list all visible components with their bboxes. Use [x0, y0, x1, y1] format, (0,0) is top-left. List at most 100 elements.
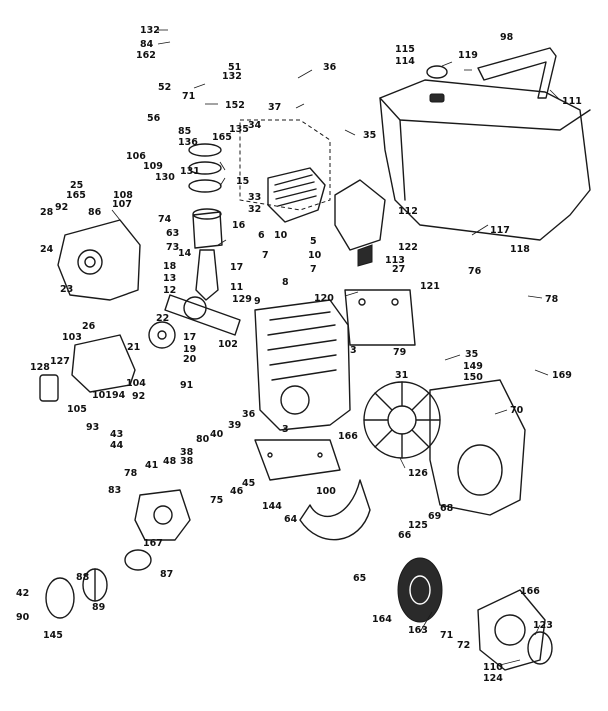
part-number-label: 114	[395, 56, 415, 67]
part-number-label: 28	[40, 207, 54, 218]
part-number-label: 72	[457, 640, 470, 651]
connecting-rod	[195, 249, 219, 301]
part-number-label: 91	[180, 380, 193, 391]
part-number-label: 36	[242, 409, 256, 420]
part-number-label: 113	[385, 255, 405, 266]
carburetor	[134, 489, 191, 541]
part-number-label: 127	[50, 356, 70, 367]
part-number-label: 32	[248, 204, 261, 215]
part-number-label: 73	[166, 242, 179, 253]
part-number-label: 42	[16, 588, 29, 599]
part-number-label: 166	[520, 586, 540, 597]
part-number-label: 94	[112, 390, 126, 401]
part-number-label: 119	[458, 50, 478, 61]
muffler-bracket	[334, 179, 386, 267]
part-number-label: 17	[183, 332, 196, 343]
part-number-label: 90	[16, 612, 30, 623]
part-number-label: 165	[212, 132, 232, 143]
part-number-label: 135	[229, 124, 249, 135]
part-number-label: 136	[178, 137, 198, 148]
part-number-label: 46	[230, 486, 244, 497]
crankcase-cover	[57, 219, 141, 301]
part-number-label: 9	[254, 296, 261, 307]
part-number-label: 162	[136, 50, 156, 61]
part-number-label: 35	[363, 130, 376, 141]
part-number-label: 145	[43, 630, 63, 641]
part-number-label: 107	[112, 199, 132, 210]
part-number-label: 152	[225, 100, 245, 111]
part-number-label: 75	[210, 495, 223, 506]
blower-housing	[429, 379, 526, 516]
air-cleaner-cover	[39, 334, 136, 402]
part-number-label: 121	[420, 281, 440, 292]
part-number-label: 131	[180, 166, 200, 177]
part-number-label: 3	[282, 424, 289, 435]
part-number-label: 16	[232, 220, 246, 231]
part-number-label: 71	[182, 91, 195, 102]
part-number-label: 101	[92, 390, 112, 401]
part-number-label: 19	[183, 344, 196, 355]
piston	[192, 208, 223, 249]
part-number-label: 63	[166, 228, 179, 239]
recoil-starter	[477, 589, 553, 671]
part-number-label: 102	[218, 339, 238, 350]
part-number-label: 17	[230, 262, 243, 273]
part-number-label: 45	[242, 478, 255, 489]
part-number-label: 166	[338, 431, 358, 442]
part-number-label: 34	[248, 120, 262, 131]
part-number-label: 5	[310, 236, 317, 247]
part-number-label: 98	[500, 32, 514, 43]
part-number-label: 163	[408, 625, 428, 636]
part-number-label: 24	[40, 244, 54, 255]
part-number-label: 122	[398, 242, 418, 253]
part-number-label: 65	[353, 573, 366, 584]
part-number-label: 85	[178, 126, 191, 137]
part-number-label: 21	[127, 342, 140, 353]
part-number-label: 76	[468, 266, 482, 277]
part-number-label: 8	[282, 277, 289, 288]
part-number-label: 36	[323, 62, 337, 73]
part-number-label: 13	[163, 273, 176, 284]
shroud-34	[239, 119, 331, 211]
part-number-label: 31	[395, 370, 408, 381]
part-number-label: 123	[533, 620, 553, 631]
part-number-label: 87	[160, 569, 173, 580]
part-number-label: 68	[440, 503, 454, 514]
part-number-label: 100	[316, 486, 336, 497]
part-number-label: 120	[314, 293, 334, 304]
part-number-label: 66	[398, 530, 412, 541]
part-number-label: 84	[140, 39, 154, 50]
part-number-label: 56	[147, 113, 161, 124]
tank-bracket	[477, 47, 557, 99]
part-number-label: 14	[178, 248, 192, 259]
part-number-label: 169	[552, 370, 572, 381]
part-number-label: 70	[510, 405, 524, 416]
part-number-label: 86	[88, 207, 102, 218]
part-number-label: 103	[62, 332, 82, 343]
part-number-label: 7	[262, 250, 269, 261]
part-number-label: 25	[70, 180, 83, 191]
part-number-label: 38	[180, 456, 194, 467]
part-number-label: 105	[67, 404, 87, 415]
part-number-label: 132	[222, 71, 242, 82]
part-number-label: 26	[82, 321, 96, 332]
part-number-label: 167	[143, 538, 163, 549]
part-number-label: 48	[163, 456, 177, 467]
part-number-label: 109	[143, 161, 163, 172]
part-number-label: 10	[308, 250, 322, 261]
part-number-label: 39	[228, 420, 241, 431]
part-number-label: 88	[76, 572, 90, 583]
part-number-label: 44	[110, 440, 124, 451]
part-number-label: 33	[248, 192, 261, 203]
part-number-label: 110	[483, 662, 503, 673]
part-number-label: 164	[372, 614, 392, 625]
part-number-label: 92	[55, 202, 68, 213]
part-number-label: 144	[262, 501, 282, 512]
part-number-label: 71	[440, 630, 453, 641]
piston-rings	[188, 143, 222, 193]
part-number-label: 115	[395, 44, 415, 55]
part-number-label: 64	[284, 514, 298, 525]
cylinder-head	[267, 167, 326, 223]
part-number-label: 126	[408, 468, 428, 479]
